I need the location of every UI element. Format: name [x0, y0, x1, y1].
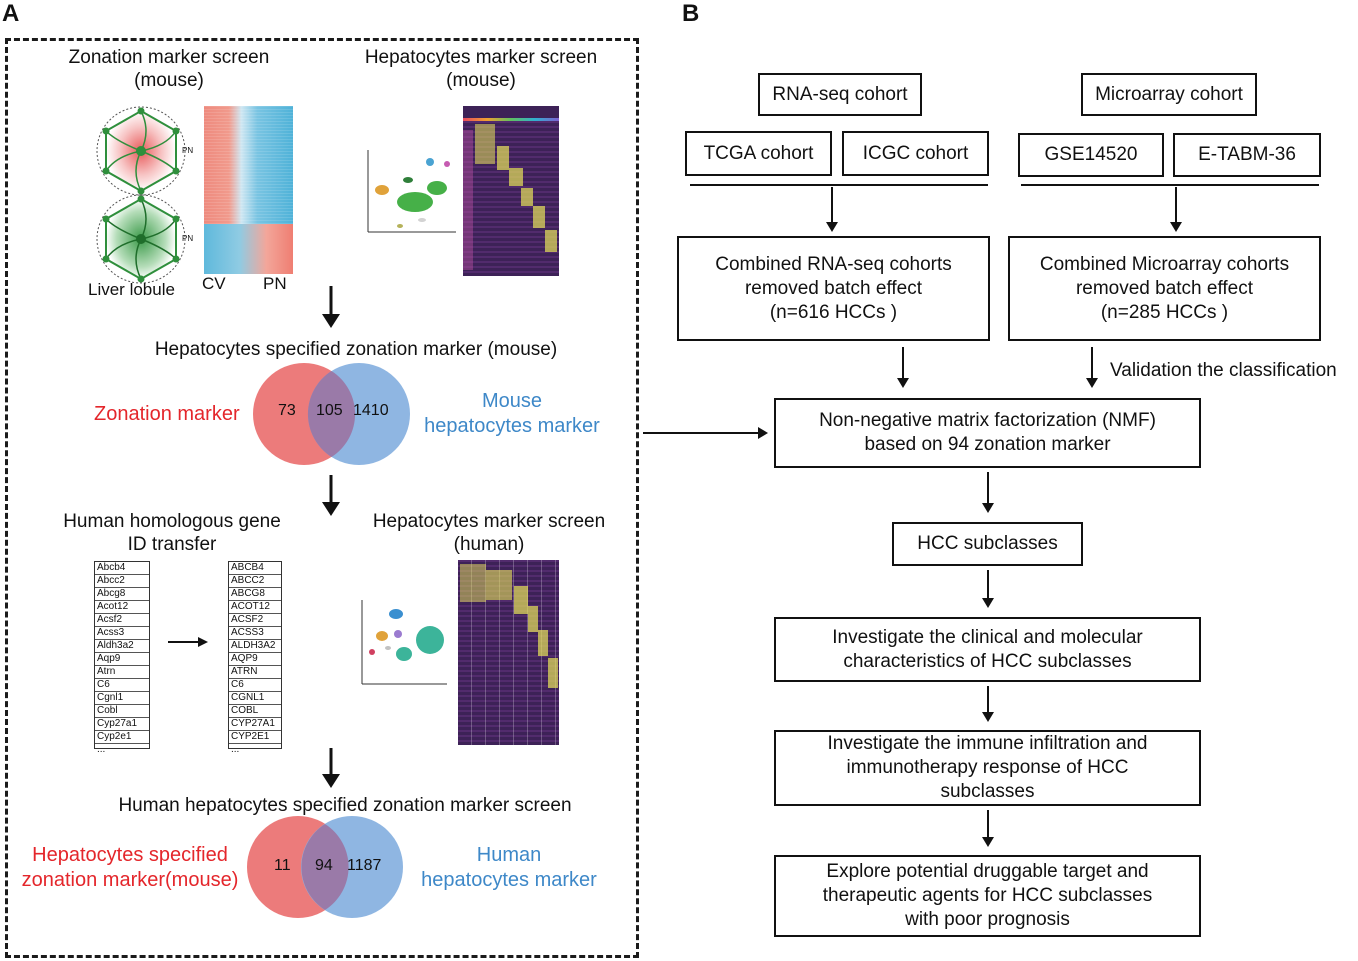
tcga-cohort-box: TCGA cohort — [685, 131, 832, 176]
venn2-right-count: 1187 — [347, 857, 382, 874]
nmf-box: Non-negative matrix factorization (NMF) … — [774, 398, 1201, 468]
venn2-left-count: 11 — [274, 857, 291, 874]
list-item: COBL — [229, 705, 281, 718]
venn2-overlap-count: 94 — [315, 857, 333, 874]
list-item: ALDH3A2 — [229, 640, 281, 653]
list-item: Aldh3a2 — [95, 640, 149, 653]
list-item: C6 — [95, 679, 149, 692]
icgc-cohort-box: ICGC cohort — [842, 131, 989, 176]
venn2-left-label: Hepatocytes specified zonation marker(mo… — [21, 844, 239, 891]
list-item: Acsf2 — [95, 614, 149, 627]
list-item: ... — [231, 744, 240, 755]
specified-zonation-title: Hepatocytes specified zonation marker (m… — [154, 339, 558, 360]
hepatocyte-human-screen-title: Hepatocytes marker screen (human) — [372, 511, 606, 555]
venn1-left-label: Zonation marker — [94, 403, 240, 425]
list-item: Abcc2 — [95, 575, 149, 588]
panel-label-b: B — [682, 0, 700, 27]
list-item: CYP27A1 — [229, 718, 281, 731]
combined-rnaseq-box: Combined RNA-seq cohorts removed batch e… — [677, 236, 990, 341]
list-item: Cyp27a1 — [95, 718, 149, 731]
list-item: ... — [97, 744, 106, 755]
list-item: Acss3 — [95, 627, 149, 640]
venn1-overlap-count: 105 — [316, 402, 343, 419]
list-item: Atrn — [95, 666, 149, 679]
mouse-gene-list: Abcb4 Abcc2 Abcg8 Acot12 Acsf2 Acss3 Ald… — [94, 561, 150, 755]
pn-label-top: PN — [182, 146, 194, 155]
hepatocyte-human-heatmap — [458, 560, 559, 745]
hepatocyte-mouse-screen-title: Hepatocytes marker screen (mouse) — [364, 47, 598, 91]
list-item: C6 — [229, 679, 281, 692]
combined-microarray-box: Combined Microarray cohorts removed batc… — [1008, 236, 1321, 341]
list-item: ACOT12 — [229, 601, 281, 614]
etabm36-box: E-TABM-36 — [1173, 133, 1321, 177]
list-item: ABCC2 — [229, 575, 281, 588]
hexagon-network-icon — [96, 106, 186, 196]
list-item: ABCG8 — [229, 588, 281, 601]
rnaseq-cohort-box: RNA-seq cohort — [758, 73, 922, 116]
human-gene-list: ABCB4 ABCC2 ABCG8 ACOT12 ACSF2 ACSS3 ALD… — [228, 561, 282, 755]
list-item: ACSF2 — [229, 614, 281, 627]
panel-label-a: A — [2, 0, 20, 27]
zonation-heatmap — [204, 106, 293, 274]
list-item: Cgnl1 — [95, 692, 149, 705]
zonation-screen-title: Zonation marker screen (mouse) — [68, 47, 270, 91]
microarray-cohort-box: Microarray cohort — [1081, 73, 1257, 116]
human-zonation-title: Human hepatocytes specified zonation mar… — [118, 795, 572, 816]
list-item: Acot12 — [95, 601, 149, 614]
list-item: AQP9 — [229, 653, 281, 666]
clinical-molecular-box: Investigate the clinical and molecular c… — [774, 617, 1201, 682]
hcc-subclasses-box: HCC subclasses — [892, 522, 1083, 566]
liver-lobule-label: Liver lobule — [88, 280, 175, 299]
homolog-transfer-title: Human homologous gene ID transfer — [63, 511, 281, 555]
list-item: Aqp9 — [95, 653, 149, 666]
microarray-bracket-line — [1021, 184, 1319, 186]
venn2-right-label: Human hepatocytes marker — [421, 844, 597, 891]
venn1-right-label: Mouse hepatocytes marker — [424, 390, 600, 437]
list-item: Cyp2e1 — [95, 731, 149, 744]
list-item: ABCB4 — [229, 562, 281, 575]
list-item: ATRN — [229, 666, 281, 679]
list-item: CGNL1 — [229, 692, 281, 705]
list-item: Abcb4 — [95, 562, 149, 575]
hepatocyte-mouse-heatmap — [463, 106, 559, 276]
druggable-target-box: Explore potential druggable target and t… — [774, 855, 1201, 937]
list-item: Cobl — [95, 705, 149, 718]
gse14520-box: GSE14520 — [1018, 133, 1164, 177]
list-item: CYP2E1 — [229, 731, 281, 744]
validation-label: Validation the classification — [1110, 360, 1337, 381]
pn-label-bottom: PN — [182, 234, 194, 243]
list-item: Abcg8 — [95, 588, 149, 601]
hexagon-network-icon — [96, 194, 186, 284]
venn1-right-count: 1410 — [353, 402, 389, 419]
rnaseq-bracket-line — [690, 184, 988, 186]
immune-infiltration-box: Investigate the immune infiltration and … — [774, 730, 1201, 806]
list-item: ACSS3 — [229, 627, 281, 640]
heatmap-cv-label: CV — [202, 274, 226, 293]
heatmap-pn-label: PN — [263, 274, 287, 293]
panel-a-frame — [5, 38, 639, 958]
venn1-left-count: 73 — [278, 402, 296, 419]
